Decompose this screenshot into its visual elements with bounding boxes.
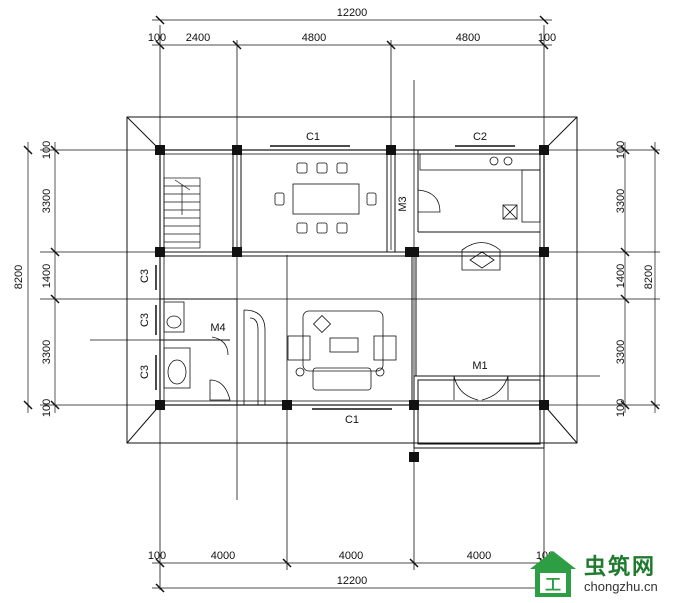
dining-table <box>274 162 377 234</box>
dim-right-total: 8200 <box>643 265 655 289</box>
dim-bottom-total: 12200 <box>337 575 368 587</box>
dimension-lines <box>27 19 656 589</box>
house-logo-icon: 工 <box>530 551 576 597</box>
watermark-url: chongzhu.cn <box>584 579 658 594</box>
dim-bottom-segment-1: 4000 <box>211 550 235 562</box>
staircase <box>163 177 201 249</box>
dim-left-total: 8200 <box>13 265 25 289</box>
dim-left-segment-2: 1400 <box>41 264 53 288</box>
bathroom-fixtures <box>163 301 231 401</box>
dim-left-segment-3: 3300 <box>41 340 53 364</box>
dim-bottom-segment-2: 4000 <box>339 550 363 562</box>
label-door-main: M1 <box>472 360 487 372</box>
dim-right-edge-bottom: 100 <box>615 399 627 417</box>
dim-right-segment-3: 3300 <box>615 340 627 364</box>
label-window-dining: C1 <box>306 131 320 143</box>
label-window-side-1: C3 <box>139 269 151 283</box>
dim-right-edge-top: 100 <box>615 141 627 159</box>
logo-text: 工 <box>545 575 561 594</box>
label-window-side-2: C3 <box>139 313 151 327</box>
dim-top-segment-2: 4800 <box>302 32 326 44</box>
roof-outline <box>126 116 578 444</box>
dim-top-segment-1: 2400 <box>186 32 210 44</box>
label-window-kitchen: C2 <box>473 131 487 143</box>
label-door-bath: M4 <box>210 322 225 334</box>
dim-top-segment-3: 4800 <box>456 32 480 44</box>
dim-bottom-segment-3: 4000 <box>467 550 491 562</box>
dim-top-edge-right: 100 <box>538 32 556 44</box>
label-window-bottom: C1 <box>345 414 359 426</box>
watermark-name: 虫筑网 <box>584 555 657 580</box>
living-room-furniture <box>287 310 397 391</box>
dim-top-edge-left: 100 <box>148 32 166 44</box>
dim-bottom-edge-left: 100 <box>148 550 166 562</box>
dim-left-edge-top: 100 <box>41 141 53 159</box>
structural-columns <box>155 145 549 462</box>
dim-left-edge-bottom: 100 <box>41 399 53 417</box>
label-window-side-3: C3 <box>139 365 151 379</box>
dim-right-segment-2: 1400 <box>615 264 627 288</box>
dim-right-segment-1: 3300 <box>615 189 627 213</box>
label-door-kitchen: M3 <box>397 196 409 211</box>
watermark: 工 虫筑网 chongzhu.cn <box>522 545 678 603</box>
dim-top-total: 12200 <box>337 7 368 19</box>
dim-left-segment-1: 3300 <box>41 189 53 213</box>
kitchen-fixtures <box>417 153 541 223</box>
